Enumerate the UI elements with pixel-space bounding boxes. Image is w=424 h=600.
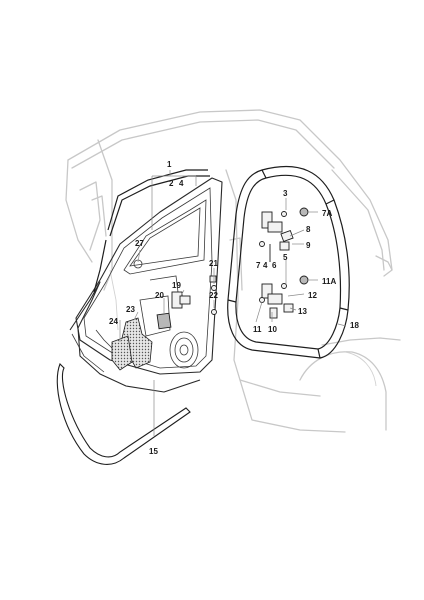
callout-21: 21	[209, 259, 218, 268]
front-door	[69, 169, 223, 393]
callout-8: 8	[306, 225, 311, 234]
callout-4-top: 4	[179, 179, 184, 188]
callout-7a: 7A	[322, 209, 332, 218]
callout-11a: 11A	[322, 277, 336, 286]
callout-11: 11	[253, 325, 262, 334]
callout-20: 20	[155, 291, 164, 300]
hinge-upper	[259, 207, 309, 262]
callout-15: 15	[149, 447, 158, 456]
callout-23: 23	[126, 305, 135, 314]
door-module	[111, 312, 172, 371]
callout-6: 6	[272, 261, 277, 270]
callout-22: 22	[209, 291, 218, 300]
callout-10: 10	[268, 325, 277, 334]
leader-lines	[119, 170, 347, 436]
callout-3: 3	[283, 189, 288, 198]
callout-9: 9	[306, 241, 311, 250]
latch-parts	[171, 275, 217, 315]
callout-2: 2	[169, 179, 174, 188]
callout-18: 18	[350, 321, 359, 330]
hinge-lower	[259, 275, 309, 319]
callout-7: 7	[256, 261, 261, 270]
vehicle-body	[65, 109, 401, 433]
callout-4-mid: 4	[263, 261, 268, 270]
callout-1: 1	[167, 160, 172, 169]
lower-door-seal	[56, 363, 191, 465]
callout-5: 5	[283, 253, 288, 262]
callout-27: 27	[135, 239, 144, 248]
callout-19: 19	[172, 281, 181, 290]
callout-13: 13	[298, 307, 307, 316]
callout-labels: 1 2 4 3 7A 8 9 7 4 6 5 11A 12 13 11 10 1…	[109, 160, 359, 456]
callout-12: 12	[308, 291, 317, 300]
callout-24: 24	[109, 317, 118, 326]
rear-door-seal	[227, 165, 350, 359]
